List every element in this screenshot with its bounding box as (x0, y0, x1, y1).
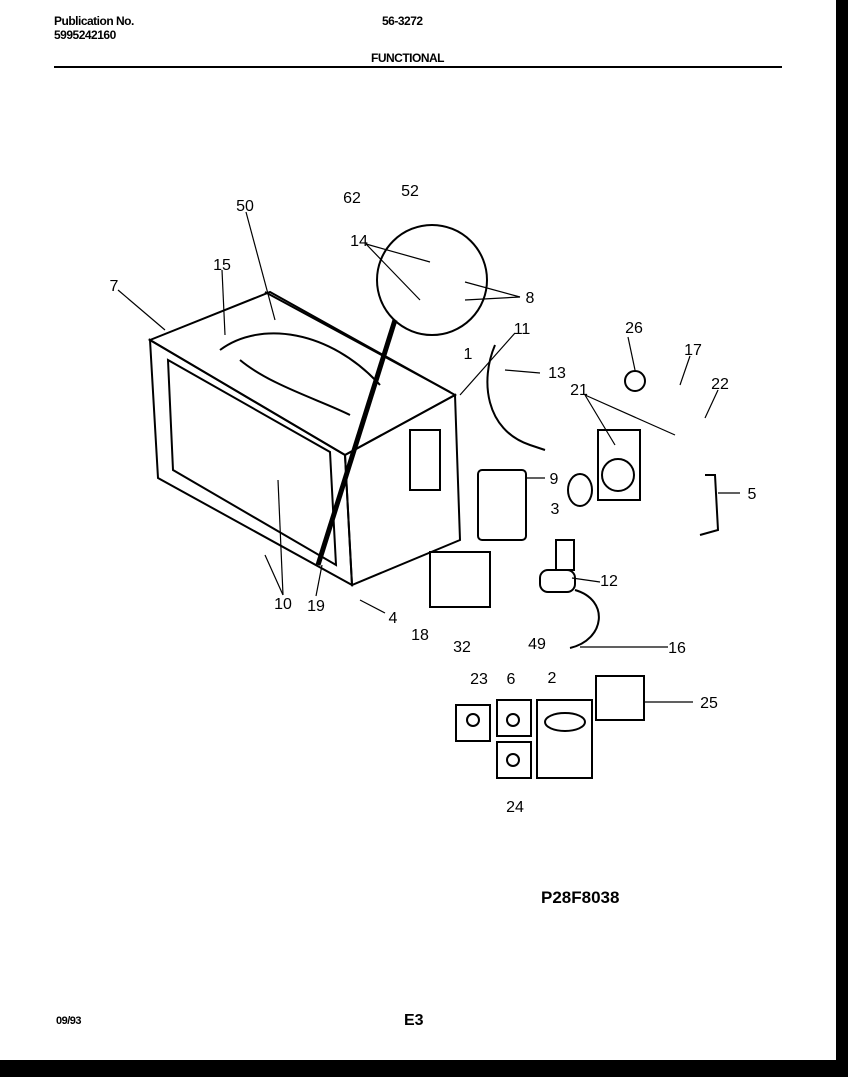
publication-number: 5995242160 (54, 28, 116, 42)
page-number: E3 (404, 1012, 424, 1029)
callout-52: 52 (401, 183, 419, 200)
callout-2: 2 (548, 670, 557, 687)
model-number: 56-3272 (382, 14, 423, 28)
callout-5: 5 (748, 486, 757, 503)
callout-21: 21 (570, 382, 588, 399)
callout-23: 23 (470, 671, 488, 688)
capacitor (539, 569, 576, 593)
footer-date: 09/93 (56, 1015, 82, 1027)
leader-lines (117, 211, 740, 703)
part-23-box (455, 704, 491, 742)
cabinet (147, 290, 462, 587)
callout-19: 19 (307, 598, 325, 615)
power-cord (486, 344, 546, 451)
callout-7: 7 (110, 278, 119, 295)
callout-11: 11 (514, 321, 531, 338)
callout-9: 9 (550, 471, 559, 488)
section-title: FUNCTIONAL (371, 51, 445, 65)
part-25-box (595, 675, 645, 721)
sheet: Publication No. 5995242160 56-3272 FUNCT… (0, 0, 836, 1060)
part-2-box (536, 699, 593, 779)
exploded-view: 62 52 50 14 8 15 7 11 1 13 26 17 21 22 9… (110, 183, 757, 816)
callout-6: 6 (507, 671, 516, 688)
magnetron (477, 469, 527, 541)
components (315, 224, 720, 779)
callout-4: 4 (389, 610, 398, 627)
callout-22: 22 (711, 376, 729, 393)
part-6-box (496, 699, 532, 737)
clip (555, 539, 575, 571)
header-rule (54, 66, 782, 68)
callout-12: 12 (600, 573, 618, 590)
callout-14: 14 (350, 233, 368, 250)
callout-15: 15 (213, 257, 231, 274)
detail-circle (376, 224, 488, 336)
callout-62: 62 (343, 190, 361, 207)
transformer (429, 551, 491, 608)
callout-49: 49 (528, 636, 546, 653)
callout-32: 32 (453, 639, 471, 656)
callout-17: 17 (684, 342, 702, 359)
publication-label: Publication No. (54, 14, 134, 28)
lamp (624, 370, 646, 392)
fan-bracket (597, 429, 641, 501)
part-24-box (496, 741, 532, 779)
callout-26: 26 (625, 320, 643, 337)
fan-blade (567, 473, 593, 507)
callout-8: 8 (526, 290, 535, 307)
callout-13: 13 (548, 365, 566, 382)
callout-24: 24 (506, 799, 524, 816)
callout-3: 3 (551, 501, 560, 518)
callout-10: 10 (274, 596, 292, 613)
callout-18: 18 (411, 627, 429, 644)
callout-16: 16 (668, 640, 686, 657)
callout-labels: 62 52 50 14 8 15 7 11 1 13 26 17 21 22 9… (110, 183, 757, 816)
callout-1: 1 (464, 346, 473, 363)
drawing-number: P28F8038 (541, 888, 620, 907)
callout-25: 25 (700, 695, 718, 712)
callout-50: 50 (236, 198, 254, 215)
